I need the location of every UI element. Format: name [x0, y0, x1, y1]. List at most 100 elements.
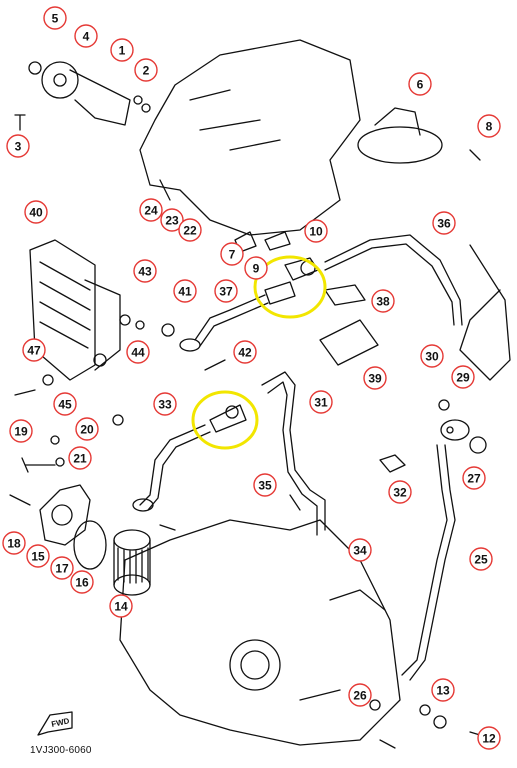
callout-circle: [469, 547, 493, 571]
callout-35: 35: [253, 473, 277, 497]
callout-label: 31: [314, 396, 328, 410]
callout-25: 25: [469, 547, 493, 571]
callout-label: 37: [219, 285, 233, 299]
callout-20: 20: [75, 417, 99, 441]
callout-43: 43: [133, 259, 157, 283]
callout-label: 36: [437, 217, 451, 231]
callout-label: 32: [393, 486, 407, 500]
fwd-label: FWD: [51, 716, 71, 729]
callout-circle: [50, 556, 74, 580]
oil-pipe-37: [194, 294, 266, 341]
callout-circle: [477, 726, 501, 750]
callout-1: 1: [110, 38, 134, 62]
callout-circle: [214, 279, 238, 303]
callout-circle: [462, 466, 486, 490]
callout-label: 29: [456, 371, 470, 385]
callout-circle: [74, 24, 98, 48]
callout-label: 16: [75, 576, 89, 590]
callout-45: 45: [53, 392, 77, 416]
callout-label: 17: [55, 562, 69, 576]
callout-22: 22: [178, 218, 202, 242]
callout-label: 39: [368, 372, 382, 386]
callout-label: 13: [436, 684, 450, 698]
callout-label: 30: [425, 350, 439, 364]
callout-circle: [53, 392, 77, 416]
highlight-lower-fitting: [191, 390, 259, 450]
callout-9: 9: [244, 256, 268, 280]
callout-33: 33: [153, 392, 177, 416]
callout-16: 16: [70, 570, 94, 594]
callout-label: 3: [15, 140, 22, 154]
callout-label: 42: [238, 346, 252, 360]
callout-4: 4: [74, 24, 98, 48]
callout-label: 40: [29, 206, 43, 220]
callout-7: 7: [220, 242, 244, 266]
callout-36: 36: [432, 211, 456, 235]
callout-14: 14: [109, 594, 133, 618]
callout-3: 3: [6, 134, 30, 158]
callout-circle: [109, 594, 133, 618]
callout-label: 15: [31, 550, 45, 564]
callout-label: 19: [14, 425, 28, 439]
callout-circle: [6, 134, 30, 158]
callout-label: 10: [309, 225, 323, 239]
callout-30: 30: [420, 344, 444, 368]
callout-circle: [431, 678, 455, 702]
callout-15: 15: [26, 544, 50, 568]
callout-circle: [363, 366, 387, 390]
callout-17: 17: [50, 556, 74, 580]
callout-42: 42: [233, 340, 257, 364]
callout-circle: [160, 208, 184, 232]
callout-18: 18: [2, 531, 26, 555]
callout-13: 13: [431, 678, 455, 702]
callout-circle: [388, 480, 412, 504]
drawing-code: 1VJ300-6060: [30, 745, 92, 756]
callout-label: 33: [158, 398, 172, 412]
oil-pipe-33: [139, 424, 206, 506]
callout-21: 21: [68, 446, 92, 470]
callout-6: 6: [408, 72, 432, 96]
callout-circle: [309, 390, 333, 414]
callout-5: 5: [43, 6, 67, 30]
callout-34: 34: [348, 538, 372, 562]
callout-circle: [408, 72, 432, 96]
callout-label: 14: [114, 600, 128, 614]
callout-circle: [2, 531, 26, 555]
highlight-marks: [191, 255, 327, 450]
callout-circle: [26, 544, 50, 568]
callout-label: 21: [73, 452, 87, 466]
callout-41: 41: [173, 279, 197, 303]
callout-circle: [348, 683, 372, 707]
callout-circle: [153, 392, 177, 416]
callout-circle: [133, 259, 157, 283]
callout-label: 12: [482, 732, 496, 746]
callout-label: 22: [183, 224, 197, 238]
callout-circle: [371, 289, 395, 313]
callout-label: 27: [467, 472, 481, 486]
callout-circle: [432, 211, 456, 235]
oil-pipe-25: [409, 444, 456, 681]
callout-label: 26: [353, 689, 367, 703]
callout-label: 24: [144, 204, 158, 218]
filter-cover: [39, 484, 91, 546]
callout-circle: [178, 218, 202, 242]
callout-circle: [70, 570, 94, 594]
callout-12: 12: [477, 726, 501, 750]
callout-label: 34: [353, 544, 367, 558]
callout-26: 26: [348, 683, 372, 707]
callout-label: 38: [376, 295, 390, 309]
callout-39: 39: [363, 366, 387, 390]
callout-19: 19: [9, 419, 33, 443]
callout-8: 8: [477, 114, 501, 138]
callout-label: 47: [27, 344, 41, 358]
oil-pipe-31: [261, 371, 326, 531]
callout-circle: [9, 419, 33, 443]
callout-label: 5: [52, 12, 59, 26]
callout-label: 2: [143, 64, 150, 78]
callout-circle: [348, 538, 372, 562]
callout-circle: [233, 340, 257, 364]
callout-circle: [22, 338, 46, 362]
fwd-arrow-icon: [37, 711, 73, 736]
